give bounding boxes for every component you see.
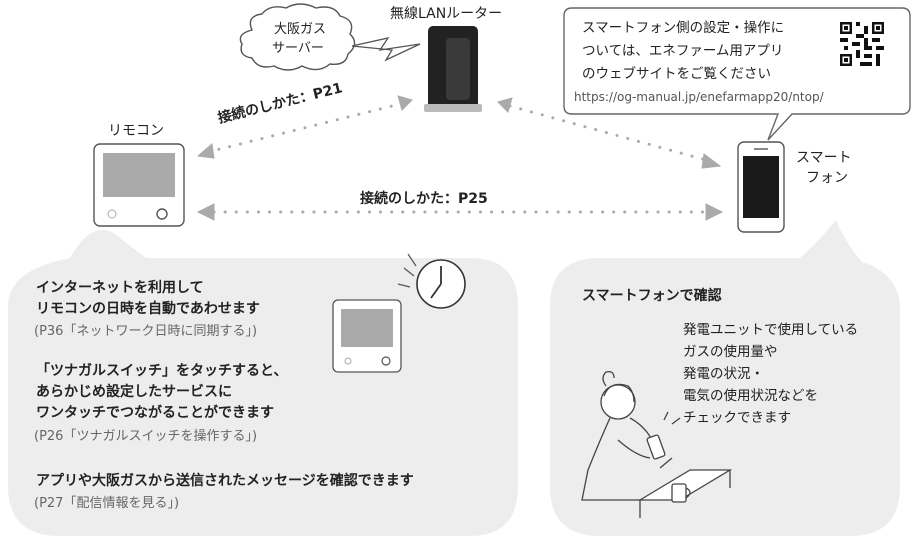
person-using-phone-illustration (581, 370, 733, 518)
callout-line1: スマートフォン側の設定・操作に (582, 20, 785, 36)
small-remote-icon (332, 299, 402, 373)
smartphone-check-line4: 電気の使用状況などを (683, 388, 818, 404)
callout-url[interactable]: https://og-manual.jp/enefarmapp20/ntop/ (574, 90, 824, 104)
connection-label-p25: 接続のしかた：P25 (360, 191, 488, 207)
feature3-title: アプリや大阪ガスから送信されたメッセージを確認できます (36, 473, 414, 489)
phone-label-line1: スマート (796, 150, 852, 166)
feature1-title-line1: インターネットを利用して (36, 280, 204, 296)
feature2-title-line3: ワンタッチでつながることができます (36, 405, 274, 421)
feature2-title-line1: 「ツナガルスイッチ」をタッチすると、 (36, 363, 288, 379)
cloud-label-line2: サーバー (272, 41, 324, 56)
smartphone-check-line2: ガスの使用量や (683, 344, 778, 360)
callout-line3: のウェブサイトをご覧ください (582, 66, 771, 82)
feature2-ref: (P26「ツナガルスイッチを操作する」) (34, 429, 258, 444)
smartphone-icon (737, 141, 785, 233)
connection-lines (196, 95, 724, 221)
feature1-title-line2: リモコンの日時を自動であわせます (36, 301, 260, 317)
router-phone-line (508, 104, 708, 162)
cloud-icon (239, 3, 356, 71)
clock-icon (397, 253, 466, 309)
callout-box-shape (563, 7, 911, 141)
smartphone-check-title: スマートフォンで確認 (582, 288, 722, 304)
callout-line2: ついては、エネファーム用アプリ (582, 43, 784, 59)
phone-label-line2: フォン (806, 170, 848, 186)
lightning-icon (351, 37, 421, 62)
smartphone-check-line1: 発電ユニットで使用している (683, 322, 859, 338)
remote-label: リモコン (108, 123, 164, 139)
qr-code-icon (840, 22, 884, 66)
remote-router-line (206, 102, 402, 154)
cloud-label-line1: 大阪ガス (274, 22, 327, 37)
right-panel-shape (550, 220, 900, 536)
smartphone-check-line5: チェックできます (683, 410, 791, 426)
feature3-ref: (P27「配信情報を見る」) (34, 496, 180, 511)
smartphone-check-line3: 発電の状況・ (683, 366, 764, 382)
feature2-title-line2: あらかじめ設定したサービスに (36, 384, 232, 400)
remote-device-icon (93, 143, 185, 227)
router-icon (424, 26, 482, 112)
feature1-ref: (P36「ネットワーク日時に同期する」) (34, 324, 258, 339)
router-label: 無線LANルーター (390, 6, 503, 22)
